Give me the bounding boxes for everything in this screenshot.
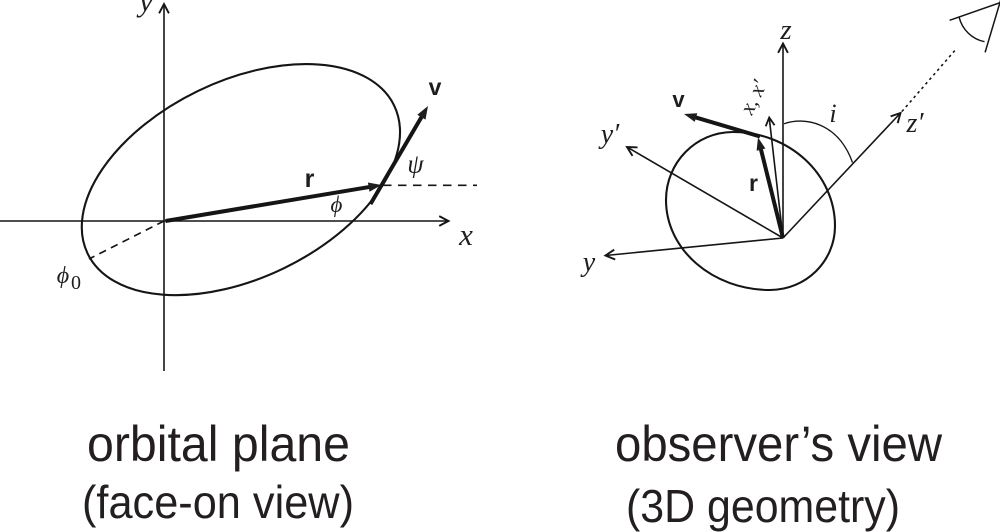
- svg-text:orbital plane: orbital plane: [87, 416, 350, 472]
- svg-text:z: z: [779, 14, 791, 46]
- svg-text:z′: z′: [905, 108, 924, 139]
- svg-text:i: i: [829, 99, 836, 128]
- svg-text:v: v: [429, 74, 442, 100]
- svg-text:v: v: [672, 87, 685, 112]
- svg-text:observer’s view: observer’s view: [615, 416, 943, 472]
- svg-text:0: 0: [71, 272, 81, 294]
- svg-text:y: y: [580, 247, 596, 278]
- svg-text:(face-on view): (face-on view): [82, 476, 354, 528]
- svg-text:y′: y′: [598, 119, 620, 150]
- svg-text:r: r: [749, 170, 758, 196]
- svg-text:x: x: [458, 217, 473, 252]
- svg-text:y: y: [136, 0, 153, 18]
- svg-text:ψ: ψ: [407, 150, 424, 179]
- svg-text:ϕ: ϕ: [331, 192, 343, 217]
- svg-text:r: r: [305, 165, 315, 193]
- svg-text:(3D geometry): (3D geometry): [626, 480, 900, 532]
- svg-text:x, x′: x, x′: [734, 76, 771, 119]
- svg-text:ϕ: ϕ: [57, 263, 69, 289]
